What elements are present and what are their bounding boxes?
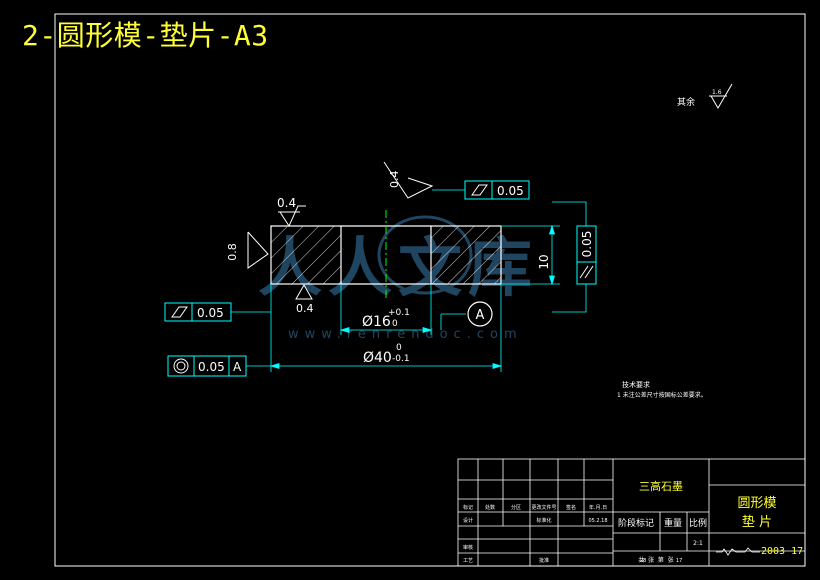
standard-label: 标准化 <box>536 517 551 524</box>
design-label: 设计 <box>463 517 473 524</box>
row-label-2: 处数 <box>485 504 495 511</box>
datum-a-label: A <box>476 308 485 323</box>
hatch-right <box>430 225 502 285</box>
row-label-5: 签名 <box>566 504 576 511</box>
outer-dia-lower: -0.1 <box>392 354 410 364</box>
roughness-top-center-icon <box>383 161 434 199</box>
concentricity-value: 0.05 <box>198 360 225 374</box>
flatness-icon <box>471 184 488 196</box>
roughness-other-value: 1.6 <box>712 89 722 96</box>
roughness-other-icon <box>710 83 733 109</box>
flatness-left-value: 0.05 <box>197 306 224 320</box>
outer-dia-text: Ø40 <box>363 350 392 366</box>
stage-label: 阶段标记 <box>618 517 654 529</box>
drawing-code: 2003 17 <box>761 546 803 557</box>
roughness-top-center-value: 0.4 <box>388 171 401 189</box>
concentricity-frame: 0.05 A <box>167 355 271 377</box>
part-name-line2: 垫 片 <box>742 514 772 530</box>
tech-notes-line1: 1 未注公差尺寸按国标公差要求。 <box>617 391 707 399</box>
sheet-border <box>54 13 806 567</box>
title-block <box>457 458 806 567</box>
audit-label: 审核 <box>463 544 473 551</box>
part-section <box>270 210 502 300</box>
datum-a-marker: A <box>467 301 493 327</box>
process-label: 工艺 <box>463 558 473 564</box>
flatness-top-value: 0.05 <box>497 184 524 198</box>
flatness-top-frame: 0.05 <box>432 180 530 200</box>
thickness-text: 10 <box>537 254 551 269</box>
scale-label: 比例 <box>689 517 707 529</box>
roughness-left-icon <box>247 231 269 269</box>
sheets-text: 共 张 第 张 <box>638 556 673 564</box>
roughness-left-value: 0.8 <box>226 243 239 261</box>
parallel-icon <box>579 265 594 279</box>
row-label-3: 分区 <box>511 504 521 511</box>
watermark-url: www.renrendoc.com <box>288 327 523 342</box>
parallelism-value: 0.05 <box>580 231 594 258</box>
roughness-symbols <box>247 83 733 300</box>
parallelism-frame: 0.05 <box>576 225 597 285</box>
inner-dia-upper: +0.1 <box>388 308 410 318</box>
inner-dia-lower: 0 <box>392 319 398 329</box>
row-label-1: 标记 <box>463 504 473 511</box>
roughness-texts: 0.4 0.4 0.8 0.4 其余 1.6 <box>226 89 722 315</box>
outer-dia-upper: 0 <box>396 343 402 353</box>
date-small: 05.2.18 <box>588 518 607 524</box>
flatness-left-frame: 0.05 <box>164 302 271 322</box>
row-label-4: 更改文件号 <box>531 504 556 511</box>
weight-label: 重量 <box>664 517 682 529</box>
roughness-top-left-icon <box>279 205 306 228</box>
roughness-bottom-icon <box>295 284 313 300</box>
dimension-texts: Ø16 +0.1 0 Ø40 0 -0.1 10 <box>362 254 551 366</box>
squiggle-icon <box>716 547 760 556</box>
sheet-a: 28 <box>640 558 646 564</box>
approve-label: 批准 <box>539 557 549 564</box>
company-name: 三高石墨 <box>639 479 683 493</box>
roughness-top-left-value: 0.4 <box>277 196 296 210</box>
sheet-b: 17 <box>676 558 682 564</box>
concentricity-datum: A <box>233 360 242 374</box>
hatch-left <box>270 225 342 285</box>
tech-notes: 技术要求 1 未注公差尺寸按国标公差要求。 <box>617 380 707 399</box>
roughness-other-label: 其余 <box>677 96 695 108</box>
dimensions <box>269 201 587 372</box>
roughness-bottom-value: 0.4 <box>296 302 314 315</box>
tech-notes-heading: 技术要求 <box>622 380 650 389</box>
part-name-line1: 圆形模 <box>737 496 776 511</box>
concentricity-icon <box>173 358 189 374</box>
flatness-icon <box>171 306 188 318</box>
scale-value: 2:1 <box>693 540 703 547</box>
row-label-6: 年.月.日 <box>589 504 607 511</box>
inner-dia-text: Ø16 <box>362 314 391 330</box>
sheet-title: 2-圆形模-垫片-A3 <box>22 19 269 52</box>
title-block-texts: 三高石墨 圆形模 垫 片 阶段标记 重量 比例 2:1 标记 处数 分区 更改文… <box>463 479 803 564</box>
